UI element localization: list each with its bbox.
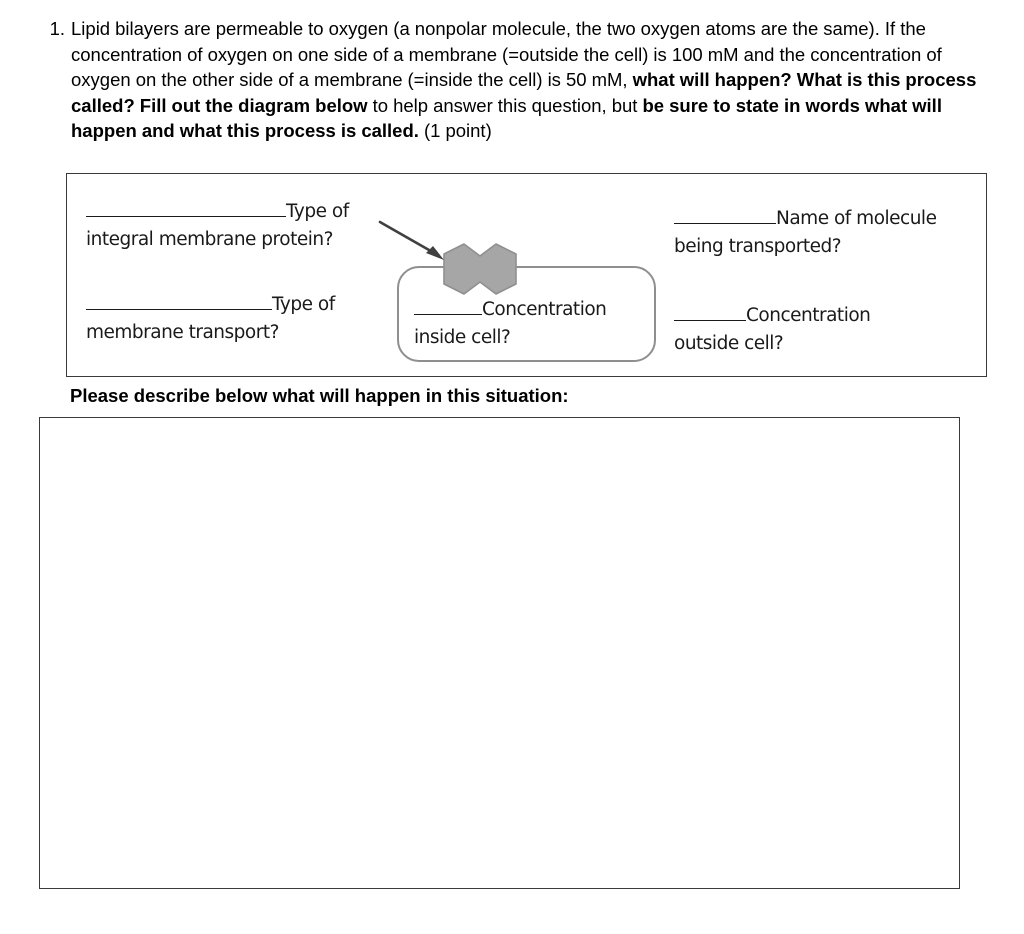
- question-number: 1.: [49, 18, 65, 39]
- pointer-arrow-icon: [378, 220, 444, 260]
- question-block: 1. Lipid bilayers are permeable to oxyge…: [33, 16, 978, 144]
- label-inside-line2: inside cell?: [414, 327, 511, 348]
- label-transport-line1: Type of: [272, 294, 335, 315]
- question-part-5: (1 point): [418, 120, 492, 142]
- label-outside-line2: outside cell?: [674, 333, 784, 354]
- question-text: Lipid bilayers are permeable to oxygen (…: [71, 16, 978, 144]
- question-part-1: Lipid bilayers are permeable to oxygen (…: [71, 18, 942, 91]
- membrane-protein-shape: [443, 243, 517, 295]
- label-inside-line1: Concentration: [482, 299, 607, 320]
- blank-line-outside[interactable]: [674, 306, 746, 321]
- diagram-box: Type of integral membrane protein? Type …: [66, 173, 987, 377]
- cell-rounded-rectangle: [397, 266, 656, 362]
- question-part-3: to help answer this question, but: [367, 94, 643, 116]
- blank-line-inside[interactable]: [414, 300, 482, 315]
- label-molecule-line2: being transported?: [674, 236, 842, 257]
- label-protein-line1: Type of: [286, 201, 349, 222]
- describe-prompt-label: Please describe below what will happen i…: [70, 385, 569, 406]
- blank-line-transport[interactable]: [86, 295, 272, 310]
- label-outside-line1: Concentration: [746, 305, 871, 326]
- question-part-2: what will happen? What is this process c…: [71, 69, 977, 116]
- question-part-4: be sure to state in words what will happ…: [71, 94, 942, 142]
- answer-box[interactable]: [39, 417, 960, 889]
- label-protein-line2: integral membrane protein?: [86, 229, 333, 250]
- label-concentration-outside: Concentration outside cell?: [674, 302, 871, 358]
- blank-line-protein[interactable]: [86, 202, 286, 217]
- label-membrane-transport: Type of membrane transport?: [86, 291, 335, 347]
- label-integral-membrane-protein: Type of integral membrane protein?: [86, 198, 349, 254]
- label-molecule-line1: Name of molecule: [776, 208, 937, 229]
- label-transport-line2: membrane transport?: [86, 322, 279, 343]
- label-molecule-transported: Name of molecule being transported?: [674, 205, 937, 261]
- answer-textarea[interactable]: [40, 418, 959, 888]
- label-concentration-inside: Concentration inside cell?: [414, 296, 607, 352]
- blank-line-molecule[interactable]: [674, 209, 776, 224]
